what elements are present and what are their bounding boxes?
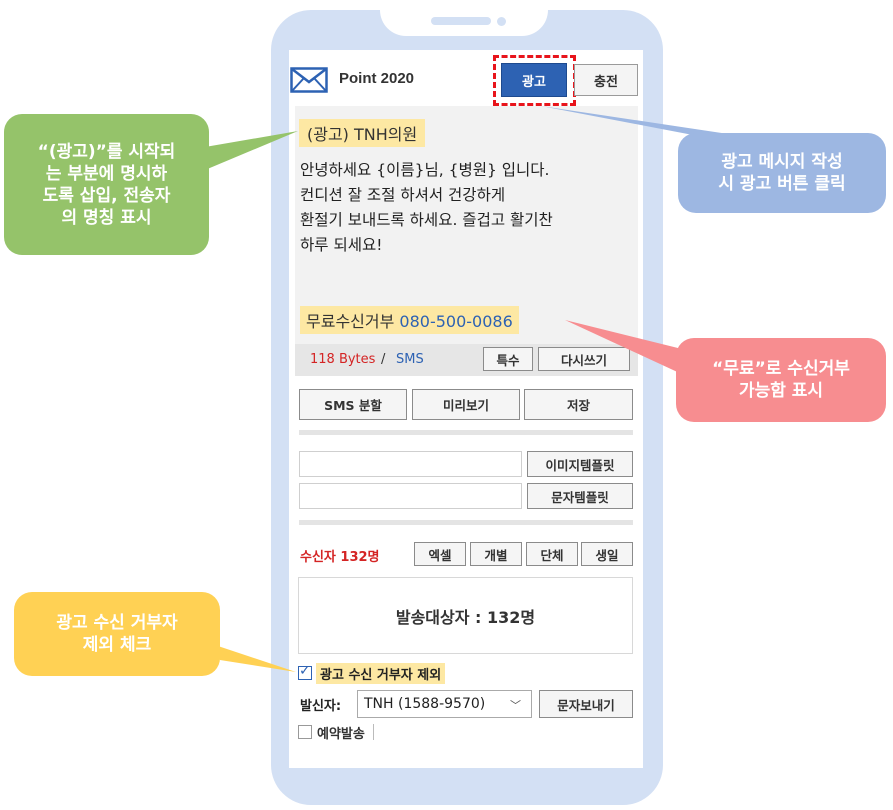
counter-separator: /	[381, 352, 386, 367]
image-template-button[interactable]: 이미지템플릿	[527, 451, 633, 477]
callout-ad-button-note: 광고 메시지 작성 시 광고 버튼 클릭	[678, 133, 886, 213]
save-button[interactable]: 저장	[524, 389, 633, 420]
app-title: Point 2020	[339, 70, 415, 87]
callout-ad-tag-note: “(광고)”를 시작되 는 부분에 명시하 도록 삽입, 전송자 의 명칭 표시	[4, 114, 209, 255]
phone-camera	[497, 17, 506, 26]
callout-free-optout-note: “무료”로 수신거부 가능함 표시	[676, 338, 886, 422]
message-line: 환절기 보내드록 하세요. 즐겁고 활기찬	[300, 211, 553, 229]
send-message-button[interactable]: 문자보내기	[539, 690, 633, 718]
ad-button[interactable]: 광고	[501, 63, 567, 97]
text-template-button[interactable]: 문자템플릿	[527, 483, 633, 509]
sms-split-button[interactable]: SMS 분할	[299, 389, 407, 420]
chevron-down-icon: ﹀	[510, 699, 521, 712]
mail-icon	[290, 67, 328, 93]
exclude-optout-option[interactable]: 광고 수신 거부자 제외	[298, 662, 446, 684]
exclude-optout-label: 광고 수신 거부자 제외	[316, 662, 446, 684]
optout-notice: 무료수신거부 080-500-0086	[300, 306, 519, 334]
individual-button[interactable]: 개별	[470, 542, 522, 566]
text-template-field[interactable]	[299, 483, 522, 509]
group-button[interactable]: 단체	[526, 542, 578, 566]
byte-count: 118 Bytes	[310, 352, 376, 367]
excel-button[interactable]: 엑셀	[414, 542, 466, 566]
preview-button[interactable]: 미리보기	[412, 389, 520, 420]
image-template-field[interactable]	[299, 451, 522, 477]
reserve-label: 예약발송	[317, 726, 365, 742]
message-line: 컨디션 잘 조절 하셔서 건강하게	[300, 186, 506, 204]
special-char-button[interactable]: 특수	[483, 347, 533, 371]
phone-speaker	[431, 17, 491, 25]
sender-value: TNH (1588-9570)	[364, 696, 486, 712]
sender-label: 발신자:	[300, 699, 342, 714]
recipient-count: 수신자 132명	[300, 550, 380, 565]
reserve-option[interactable]: 예약발송	[298, 722, 374, 742]
exclude-optout-checkbox[interactable]	[298, 663, 312, 680]
reserve-separator	[372, 724, 374, 740]
message-line: 안녕하세요 {이름}님, {병원} 입니다.	[300, 161, 550, 179]
message-type: SMS	[396, 352, 424, 367]
optout-label: 무료수신거부	[306, 312, 395, 331]
section-divider	[299, 520, 633, 525]
message-body: 안녕하세요 {이름}님, {병원} 입니다. 컨디션 잘 조절 하셔서 건강하게…	[300, 158, 620, 258]
reserve-checkbox[interactable]	[298, 725, 312, 739]
birthday-button[interactable]: 생일	[581, 542, 633, 566]
sender-select[interactable]: TNH (1588-9570) ﹀	[357, 690, 532, 718]
ad-sender-tag: (광고) TNH의원	[299, 119, 426, 147]
optout-number: 080-500-0086	[399, 312, 513, 331]
callout-exclude-optout-note: 광고 수신 거부자 제외 체크	[14, 592, 220, 676]
target-summary: 발송대상자 : 132명	[298, 577, 633, 654]
message-line: 하루 되세요!	[300, 236, 383, 254]
section-divider	[299, 430, 633, 435]
rewrite-button[interactable]: 다시쓰기	[538, 347, 630, 371]
charge-button[interactable]: 충전	[574, 64, 638, 96]
